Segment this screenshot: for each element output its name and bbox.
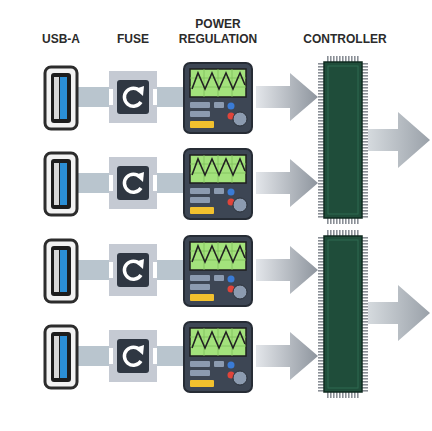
- column-header: CONTROLLER: [295, 32, 395, 47]
- channel-row: [45, 322, 318, 392]
- channel-row: [45, 149, 318, 219]
- channel-row: [45, 236, 318, 306]
- channel-row: [45, 63, 318, 133]
- controller-chip: [318, 230, 368, 398]
- column-header: USB-A: [31, 32, 91, 47]
- output-arrow: [368, 285, 430, 341]
- output-arrow: [368, 112, 430, 168]
- column-header: POWER REGULATION: [173, 17, 263, 47]
- column-header: FUSE: [103, 32, 163, 47]
- controller-chip: [318, 56, 368, 224]
